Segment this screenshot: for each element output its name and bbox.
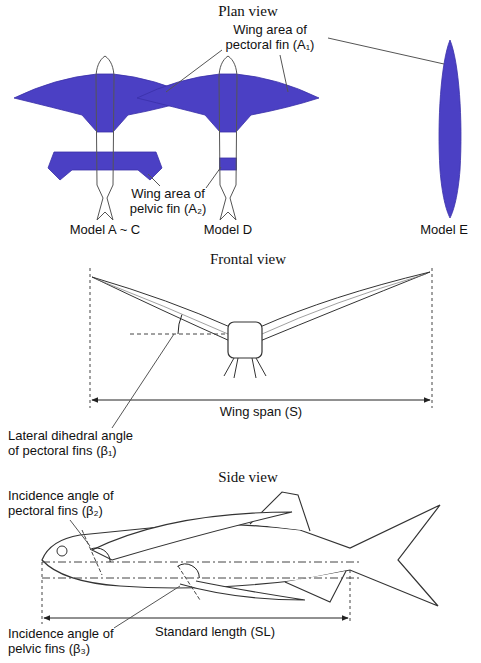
leader-line bbox=[114, 586, 180, 628]
angle-label: Lateral dihedral angle of pectoral fins … bbox=[8, 428, 146, 458]
fin-ray-line bbox=[96, 279, 228, 334]
right-pectoral-fin bbox=[260, 272, 430, 341]
fish-body-outline bbox=[219, 56, 237, 220]
model-e-wing bbox=[439, 40, 461, 218]
model-label: Model A ~ C bbox=[55, 222, 155, 237]
length-limit-line bbox=[350, 570, 351, 624]
view-heading: Side view bbox=[188, 468, 308, 486]
horizontal-reference bbox=[130, 334, 228, 335]
fish-body-side bbox=[42, 505, 440, 606]
standard-length-arrow bbox=[44, 618, 348, 619]
view-heading: Plan view bbox=[188, 2, 308, 20]
pectoral-fin-side bbox=[92, 512, 292, 560]
leader-line bbox=[206, 167, 221, 188]
left-pectoral-fin bbox=[92, 277, 230, 341]
reference-axis bbox=[42, 562, 360, 563]
pectoral-incidence-line bbox=[82, 530, 102, 575]
length-limit-line bbox=[42, 562, 43, 624]
anal-fin bbox=[285, 571, 346, 602]
leader-line bbox=[328, 38, 444, 64]
fish-body-outline bbox=[96, 56, 114, 220]
dimension-label: Standard length (SL) bbox=[140, 624, 290, 639]
leader-lines bbox=[148, 38, 444, 188]
angle-label: Incidence angle of pelvic fins (β₃) bbox=[8, 626, 133, 656]
frontal-view-figure bbox=[90, 268, 432, 428]
model-label: Model E bbox=[412, 222, 476, 237]
leader-line bbox=[166, 50, 222, 92]
incidence-angle-arc bbox=[178, 564, 200, 578]
reference-axis bbox=[42, 578, 360, 579]
fin-ray-line bbox=[262, 274, 426, 334]
view-heading: Frontal view bbox=[188, 250, 308, 268]
fish-body-front bbox=[228, 322, 262, 358]
part-label: Wing area of pelvic fin (A₂) bbox=[120, 186, 216, 216]
pectoral-fin-area bbox=[137, 74, 319, 132]
pelvic-incidence-line bbox=[178, 566, 200, 600]
pelvic-fin-area bbox=[220, 158, 237, 170]
dimension-label: Wing span (S) bbox=[201, 404, 321, 419]
angle-label: Incidence angle of pectoral fins (β₂) bbox=[8, 488, 133, 518]
pelvic-fin-area bbox=[48, 152, 162, 180]
eye bbox=[57, 546, 67, 556]
leader-line bbox=[148, 174, 160, 186]
model-label: Model D bbox=[188, 222, 268, 237]
incidence-angle-arc bbox=[91, 548, 111, 562]
leader-line bbox=[70, 520, 90, 546]
dihedral-angle-arc bbox=[178, 315, 182, 334]
leader-line bbox=[280, 55, 288, 92]
part-label: Wing area of pectoral fin (A₁) bbox=[214, 22, 326, 52]
span-limit-line bbox=[432, 268, 433, 408]
pelvic-fins-front bbox=[224, 358, 266, 378]
span-limit-line bbox=[90, 268, 91, 408]
leader-line bbox=[112, 334, 174, 428]
wing-span-arrow bbox=[92, 400, 430, 401]
dorsal-fin bbox=[250, 492, 310, 531]
